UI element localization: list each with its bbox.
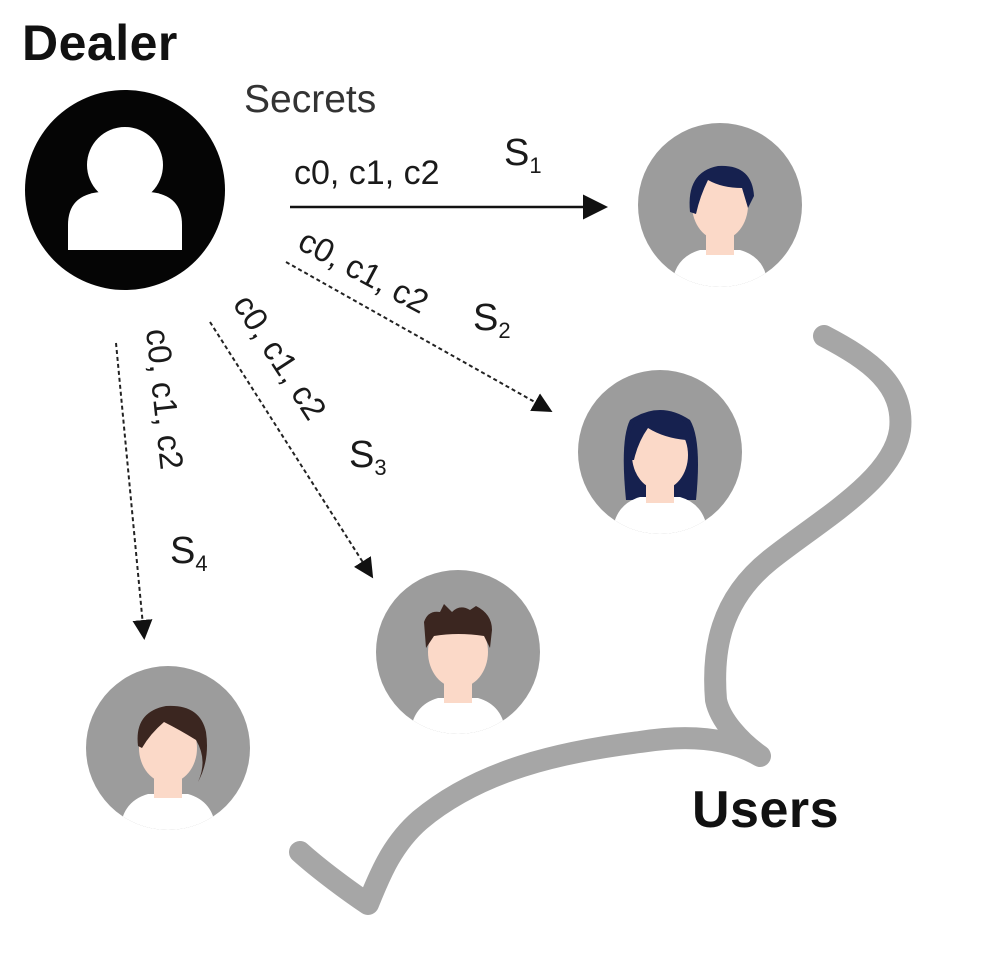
arrow-to-user-4 (115, 342, 153, 640)
user-1-avatar-icon (638, 123, 802, 287)
secrets-label: Secrets (244, 78, 377, 121)
users-label: Users (692, 781, 840, 839)
coeffs-label-4: c0, c1, c2 (139, 327, 191, 471)
coeffs-label-1: c0, c1, c2 (294, 154, 440, 192)
user-3-avatar-icon (376, 570, 540, 734)
arrow-to-user-2 (285, 261, 553, 412)
coeffs-label-2: c0, c1, c2 (293, 222, 435, 321)
user-2-avatar-icon (578, 370, 742, 534)
arrow-to-user-3 (209, 321, 374, 579)
share-label-3: S3 (349, 434, 387, 480)
share-label-4: S4 (170, 530, 208, 576)
users-brace (289, 325, 912, 915)
user-4-avatar-icon (86, 666, 250, 830)
dealer-label: Dealer (22, 15, 178, 71)
dealer-person-icon (25, 90, 225, 290)
coeffs-label-3: c0, c1, c2 (226, 288, 334, 427)
share-label-2: S2 (473, 297, 511, 343)
share-label-1: S1 (504, 132, 542, 178)
